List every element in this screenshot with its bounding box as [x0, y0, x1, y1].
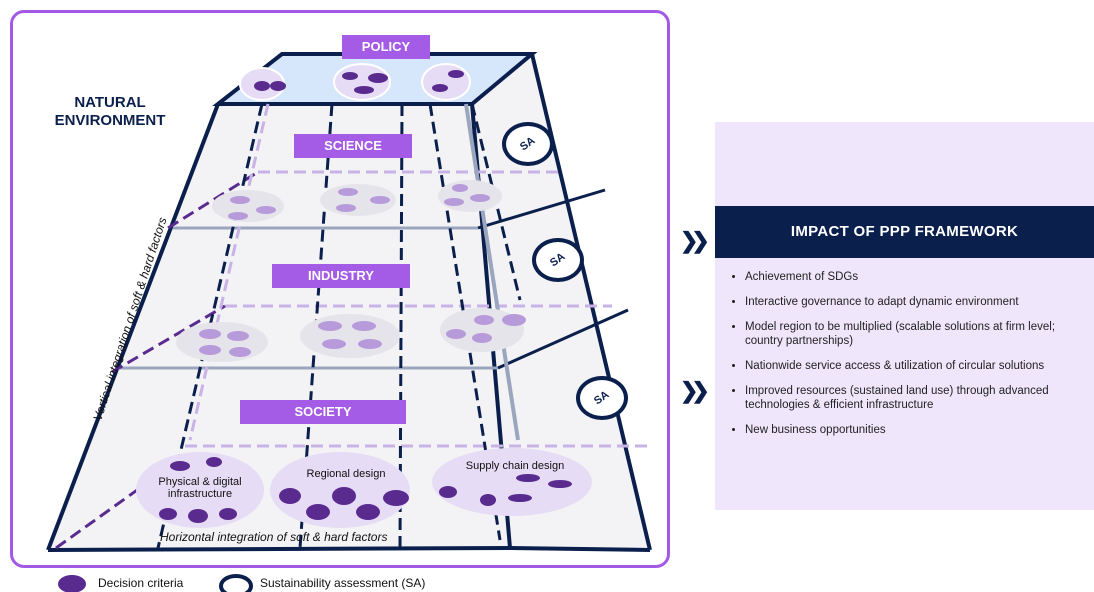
science-cells: [212, 180, 502, 222]
society-cells: [136, 448, 592, 528]
industry-label: INDUSTRY: [272, 264, 410, 288]
diagram-frame: [10, 10, 670, 568]
sa-badge-label: SA: [518, 134, 538, 154]
impact-list: Achievement of SDGs Interactive governan…: [729, 270, 1090, 448]
list-item: Achievement of SDGs: [745, 270, 1090, 284]
list-item: Interactive governance to adapt dynamic …: [745, 295, 1090, 309]
sa-badge-label: SA: [548, 250, 568, 270]
sa-badge-label: SA: [592, 388, 612, 408]
impact-panel: Achievement of SDGs Interactive governan…: [715, 122, 1094, 510]
double-chevron-right-icon: ❯❯: [680, 228, 710, 253]
list-item: New business opportunities: [745, 423, 1090, 437]
legend-decision-label: Decision criteria: [98, 576, 184, 590]
horizontal-integration-label: Horizontal integration of soft & hard fa…: [160, 530, 388, 544]
cell-label-physical: Physical & digital infrastructure: [158, 476, 242, 500]
legend-sa-label: Sustainability assessment (SA): [260, 576, 426, 590]
legend-sa-icon: [219, 574, 253, 592]
natural-environment-label: NATURAL ENVIRONMENT: [54, 94, 166, 129]
list-item: Nationwide service access & utilization …: [745, 359, 1090, 373]
science-label: SCIENCE: [294, 134, 412, 158]
layer-planes: [55, 170, 650, 550]
society-label: SOCIETY: [240, 400, 406, 424]
sa-badge-science: SA: [502, 122, 554, 166]
impact-panel-title: IMPACT OF PPP FRAMEWORK: [715, 206, 1094, 258]
solid-columns: [464, 103, 520, 441]
list-item: Model region to be multiplied (scalable …: [745, 320, 1090, 348]
legend-decision-icon: [58, 575, 86, 592]
policy-label: POLICY: [342, 35, 430, 59]
double-chevron-right-icon: ❯❯: [680, 378, 710, 403]
cell-label-supply: Supply chain design: [465, 460, 565, 472]
sa-badge-industry: SA: [532, 238, 584, 282]
policy-cells: [239, 63, 471, 101]
cell-label-regional: Regional design: [306, 468, 386, 480]
sa-badge-society: SA: [576, 376, 628, 420]
industry-cells: [176, 308, 526, 362]
list-item: Improved resources (sustained land use) …: [745, 384, 1090, 412]
